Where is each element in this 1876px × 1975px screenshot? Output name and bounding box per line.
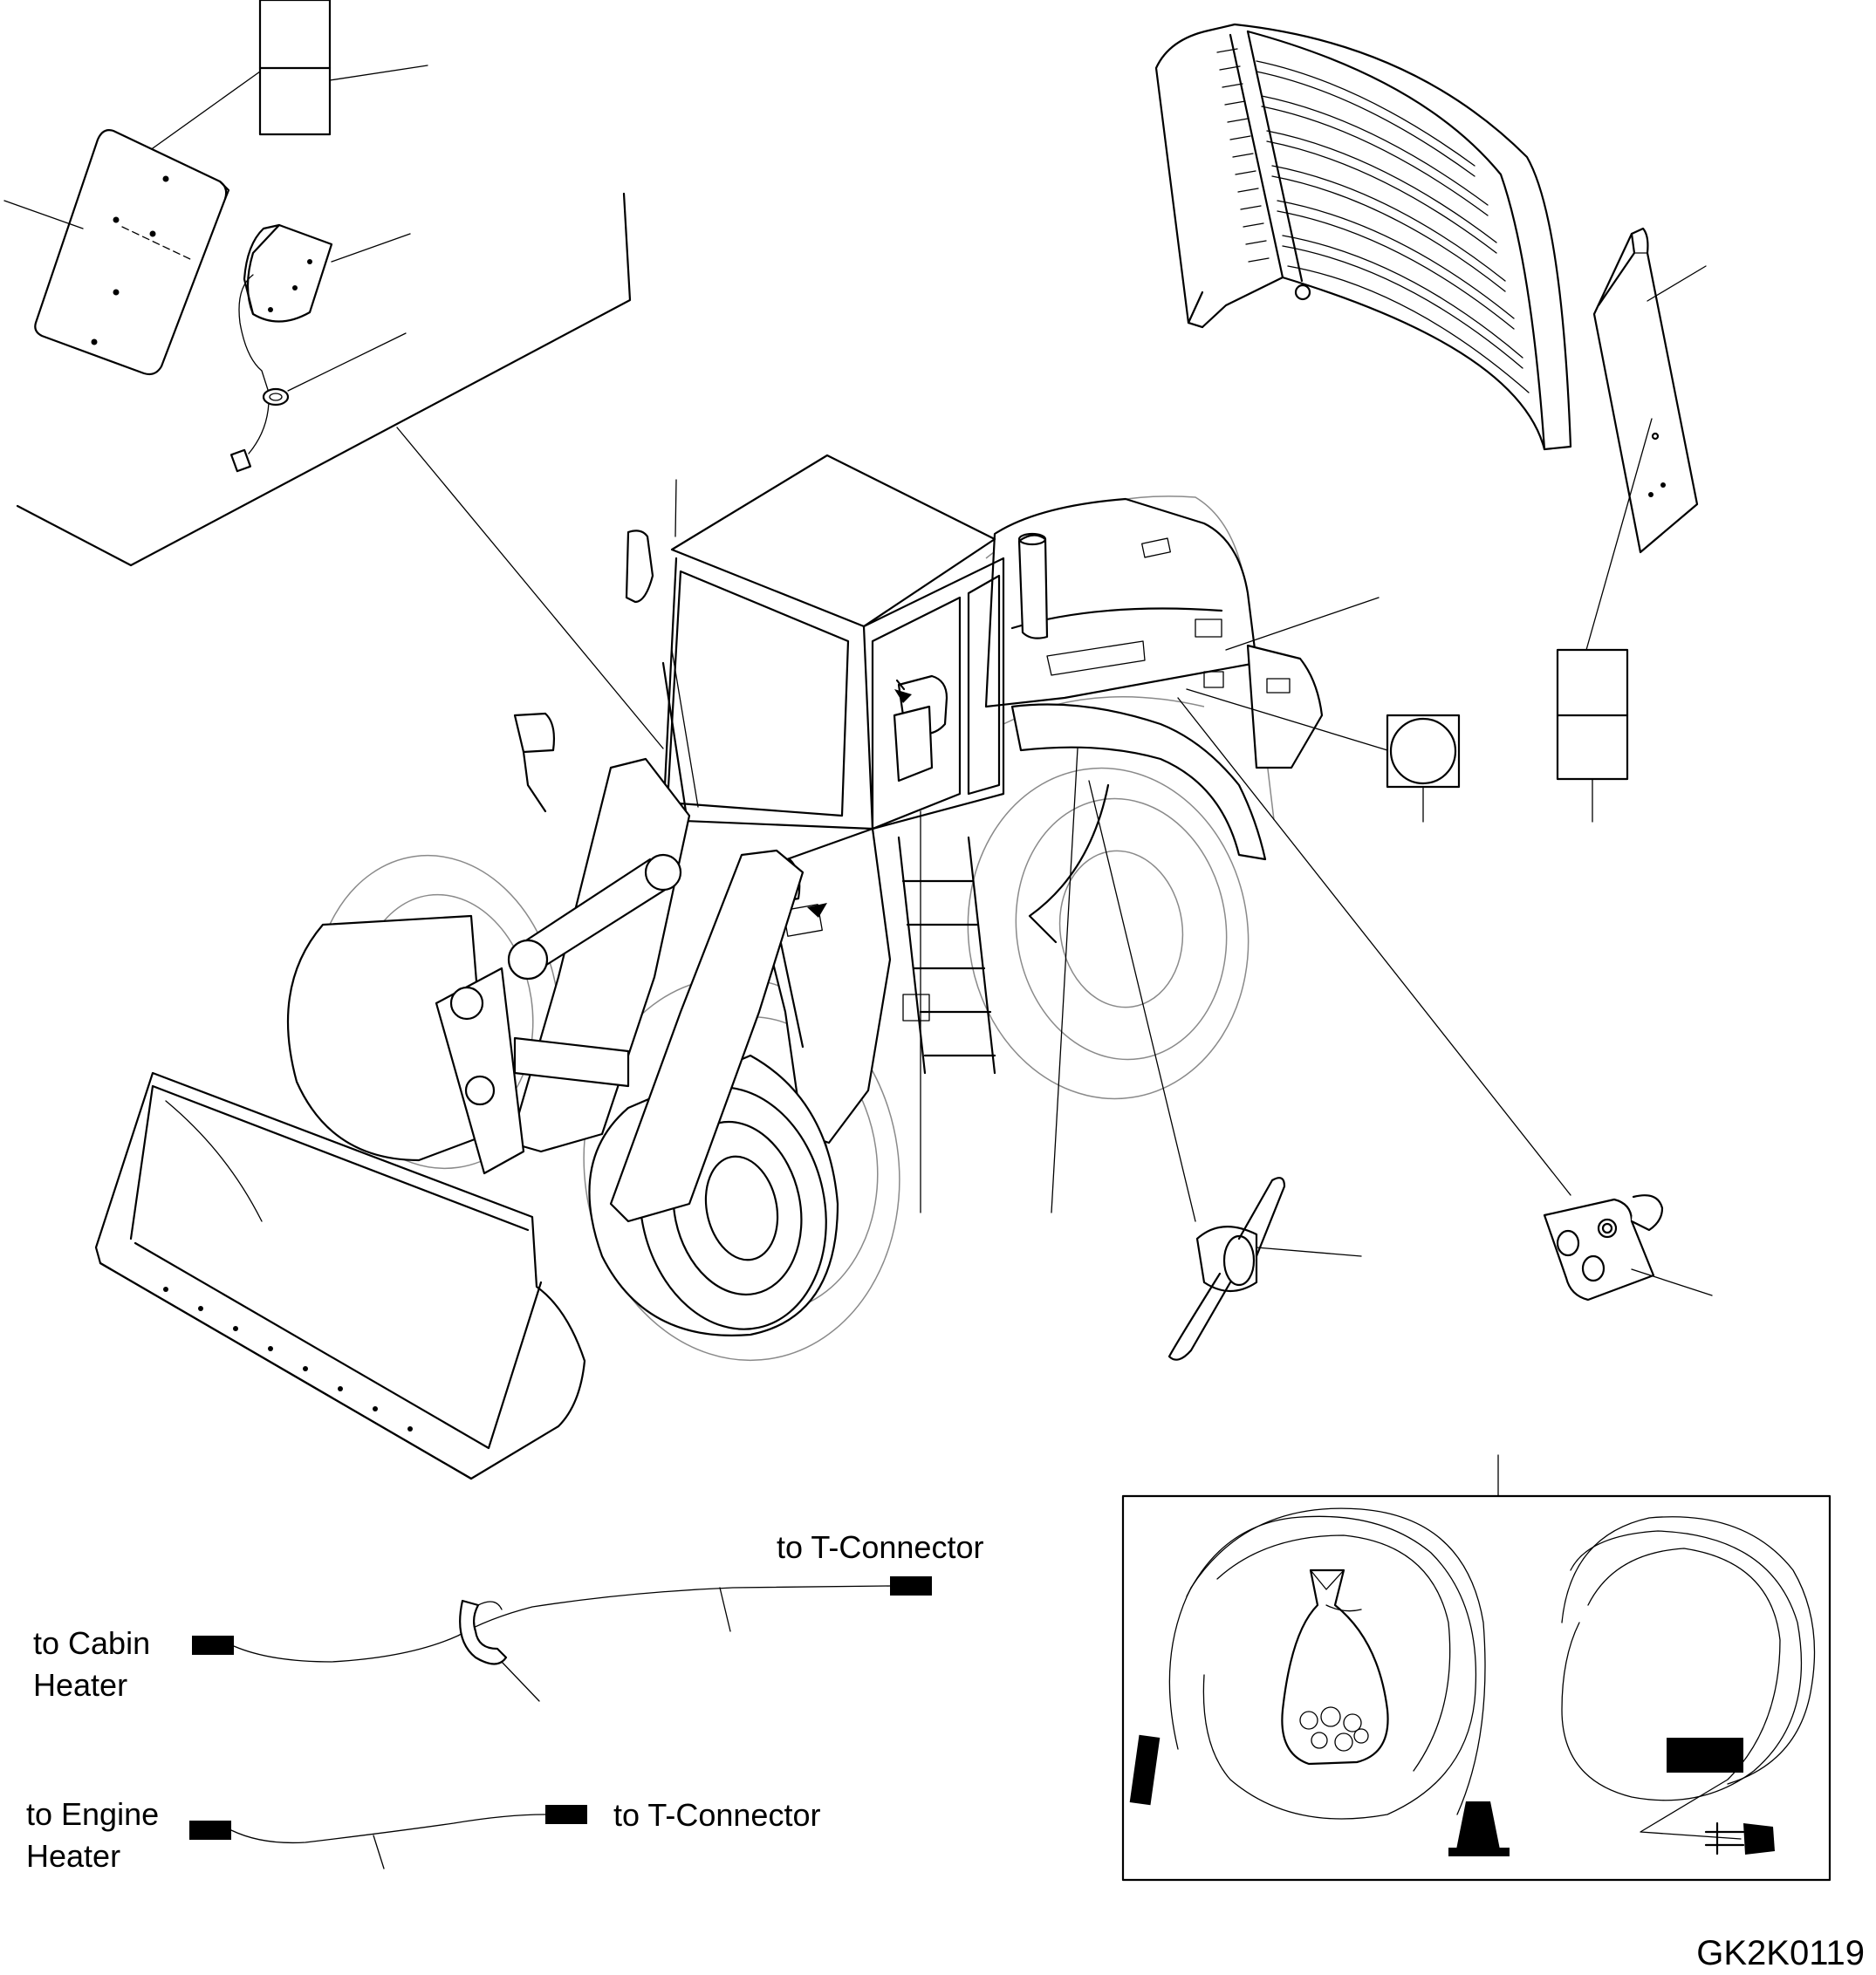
label-t-connector-upper: to T-Connector [777,1529,983,1565]
engine-heater-plug [189,1821,231,1840]
cable-kit-box [1121,1454,1831,1882]
leader-lines [920,597,1571,1222]
drawing-id: GK2K0119 [1696,1934,1865,1972]
heater-cover-kit [3,0,664,749]
block-connector [1543,1194,1713,1302]
t-connector-plug-upper [890,1576,932,1596]
label-engine-heater-line1: to Engine [26,1796,159,1832]
radiator-grille [1154,23,1572,451]
wheel-loader [94,454,1324,1480]
t-connector-plug-lower [545,1805,587,1824]
cable-coil-left [1129,1507,1510,1856]
cable-coil-right [1561,1516,1816,1855]
label-cabin-heater-line1: to Cabin [33,1625,150,1661]
round-label [1386,714,1461,823]
cabin-heater-plug [192,1636,234,1655]
label-t-connector-lower: to T-Connector [613,1797,820,1833]
side-cover-panel [1585,227,1707,651]
hex-wrench [1167,1177,1362,1361]
cabin-heater-cable [192,1576,932,1702]
label-cabin-heater-line2: Heater [33,1667,127,1703]
heater-junction-box [243,223,333,323]
label-box-right [1556,648,1629,823]
label-engine-heater-line2: Heater [26,1838,120,1874]
engine-heater-cable [189,1805,587,1869]
hardware-bag [1281,1568,1389,1766]
label-box-upper-left [258,0,332,136]
heater-cover-plate [34,129,230,376]
